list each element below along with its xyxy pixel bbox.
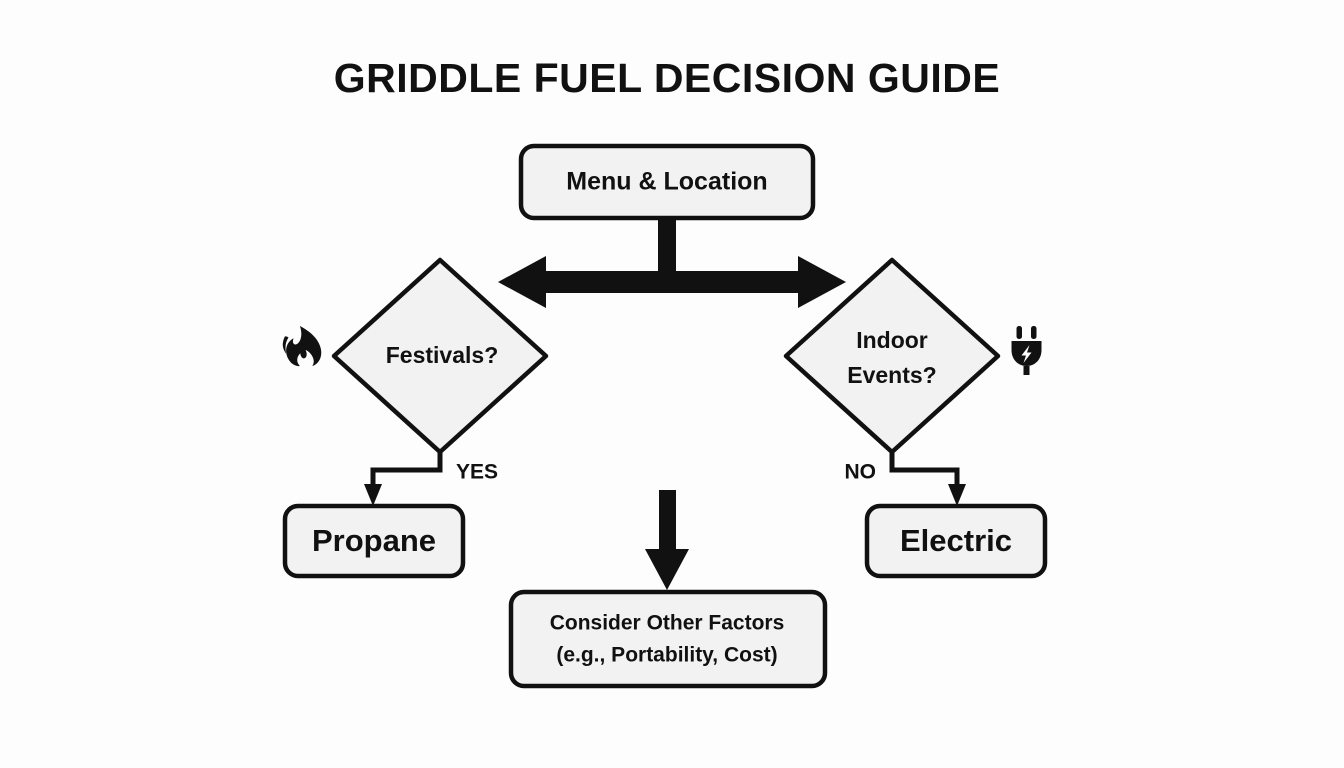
node-propane[interactable]: Propane xyxy=(282,503,466,579)
node-electric-shape xyxy=(864,503,1048,579)
connector-indoor-to-electric xyxy=(889,452,960,496)
plug-prong-right xyxy=(1031,326,1037,339)
node-menu-location-shape xyxy=(518,143,816,221)
connector-propane-arrowhead xyxy=(364,484,382,506)
node-electric[interactable]: Electric xyxy=(864,503,1048,579)
page-title: GRIDDLE FUEL DECISION GUIDE xyxy=(334,55,1001,101)
connector-center-arrowhead xyxy=(645,549,689,590)
node-propane-shape xyxy=(282,503,466,579)
node-indoor-events-label-line1: Indoor xyxy=(856,327,928,353)
plug-prong-left xyxy=(1016,326,1022,339)
node-menu-location[interactable]: Menu & Location xyxy=(518,143,816,221)
node-consider-other-factors-label-line1: Consider Other Factors xyxy=(550,612,785,635)
node-festivals-label: Festivals? xyxy=(386,342,499,368)
connector-split-arrowhead-right xyxy=(798,256,846,308)
connector-electric-arrowhead xyxy=(948,484,966,506)
node-indoor-events[interactable]: Indoor Events? xyxy=(783,257,1001,455)
node-festivals-shape xyxy=(331,257,549,455)
connector-festivals-to-propane xyxy=(370,452,443,496)
node-festivals[interactable]: Festivals? xyxy=(331,257,549,455)
node-indoor-events-shape xyxy=(783,257,1001,455)
edge-label-no: NO xyxy=(845,461,877,484)
edge-label-yes: YES xyxy=(456,461,498,484)
node-menu-location-label: Menu & Location xyxy=(566,168,767,196)
node-consider-other-factors-label-line2: (e.g., Portability, Cost) xyxy=(556,644,777,667)
connector-center-shaft xyxy=(659,490,676,557)
plug-stem xyxy=(1023,366,1030,375)
node-indoor-events-label-line2: Events? xyxy=(847,362,936,388)
plug-bolt xyxy=(1021,345,1032,363)
node-consider-other-factors[interactable]: Consider Other Factors (e.g., Portabilit… xyxy=(508,589,828,689)
flame-icon xyxy=(282,326,322,367)
connector-split-shaft xyxy=(530,271,814,293)
node-propane-label: Propane xyxy=(312,523,436,558)
connector-split-arrowhead-left xyxy=(498,256,546,308)
node-electric-label: Electric xyxy=(900,523,1012,558)
node-consider-other-factors-shape xyxy=(508,589,828,689)
connector-start-stem xyxy=(658,216,676,286)
power-plug-icon xyxy=(1011,326,1042,375)
